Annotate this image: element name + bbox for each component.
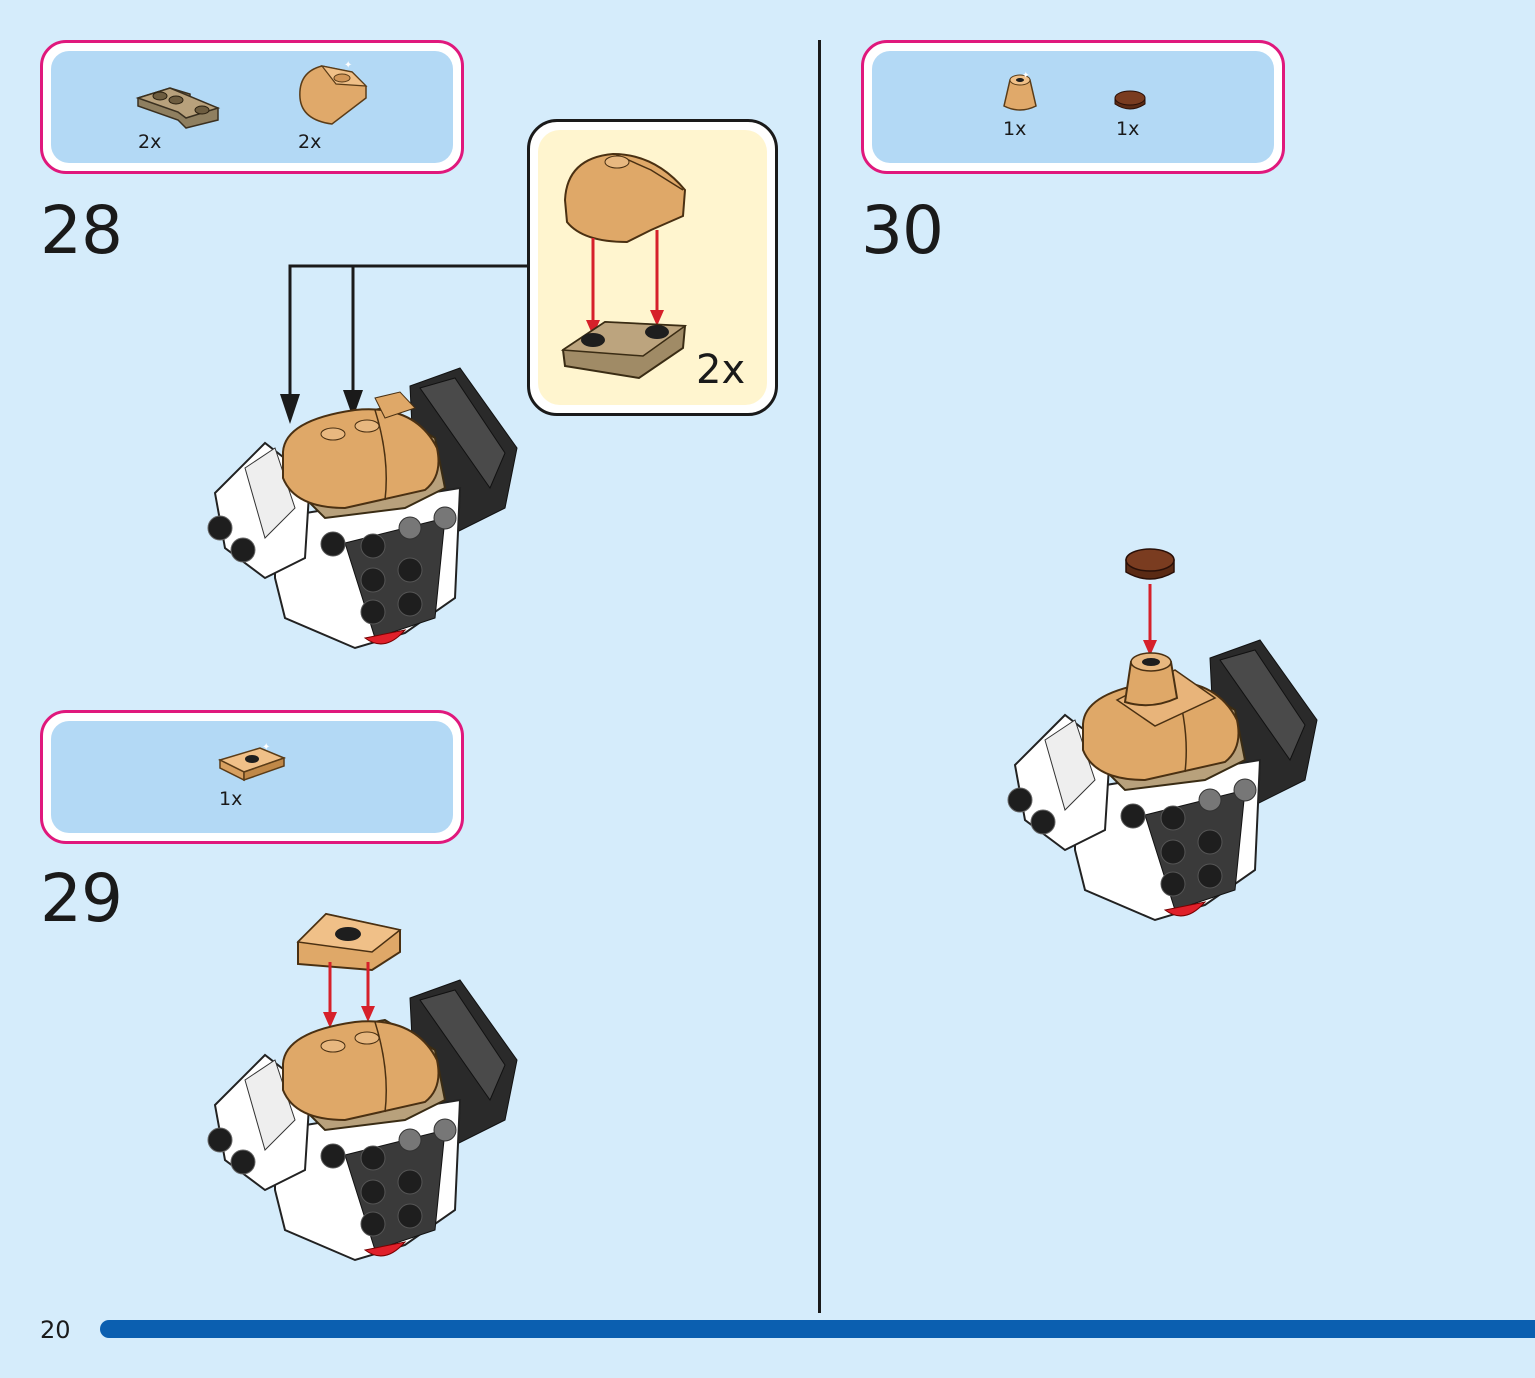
- step-29-jumper-plate-illustration: [296, 912, 402, 1028]
- callout-assembly-illustration: [560, 152, 688, 380]
- page-number: 20: [40, 1316, 71, 1344]
- step-number: 30: [861, 192, 944, 269]
- callout-connector-arrows: [280, 264, 527, 424]
- parts-box-inner: [51, 51, 453, 163]
- svg-text:✦: ✦: [262, 742, 270, 753]
- tan-curved-slope-icon: ✦: [299, 60, 368, 125]
- svg-text:✦: ✦: [344, 60, 352, 71]
- part-qty: 1x: [219, 788, 243, 810]
- step-30-model-illustration: [1007, 639, 1318, 922]
- step-number: 29: [40, 860, 123, 937]
- part-qty: 1x: [1116, 118, 1140, 140]
- parts-box-step-28: [40, 40, 464, 174]
- parts-box-step-30: [861, 40, 1285, 174]
- part-qty: 2x: [298, 131, 322, 153]
- brown-round-tile-icon: [1114, 90, 1146, 110]
- parts-box-inner: [872, 51, 1274, 163]
- step-28-model-illustration: [207, 367, 518, 650]
- part-qty: 2x: [138, 131, 162, 153]
- progress-bar: [100, 1320, 1535, 1338]
- step-29-model-illustration: [207, 979, 518, 1262]
- column-divider: [818, 40, 821, 1313]
- step-30-brown-tile-illustration: [1125, 548, 1175, 656]
- tan-jumper-plate-icon: ✦: [217, 742, 287, 782]
- part-qty: 1x: [1003, 118, 1027, 140]
- tan-cone-icon: ✦: [1003, 71, 1037, 111]
- callout-qty: 2x: [696, 347, 746, 393]
- step-number: 28: [40, 192, 123, 269]
- parts-box-step-29: [40, 710, 464, 844]
- svg-text:✦: ✦: [1022, 71, 1030, 81]
- dark-tan-corner-plate-icon: [135, 87, 221, 129]
